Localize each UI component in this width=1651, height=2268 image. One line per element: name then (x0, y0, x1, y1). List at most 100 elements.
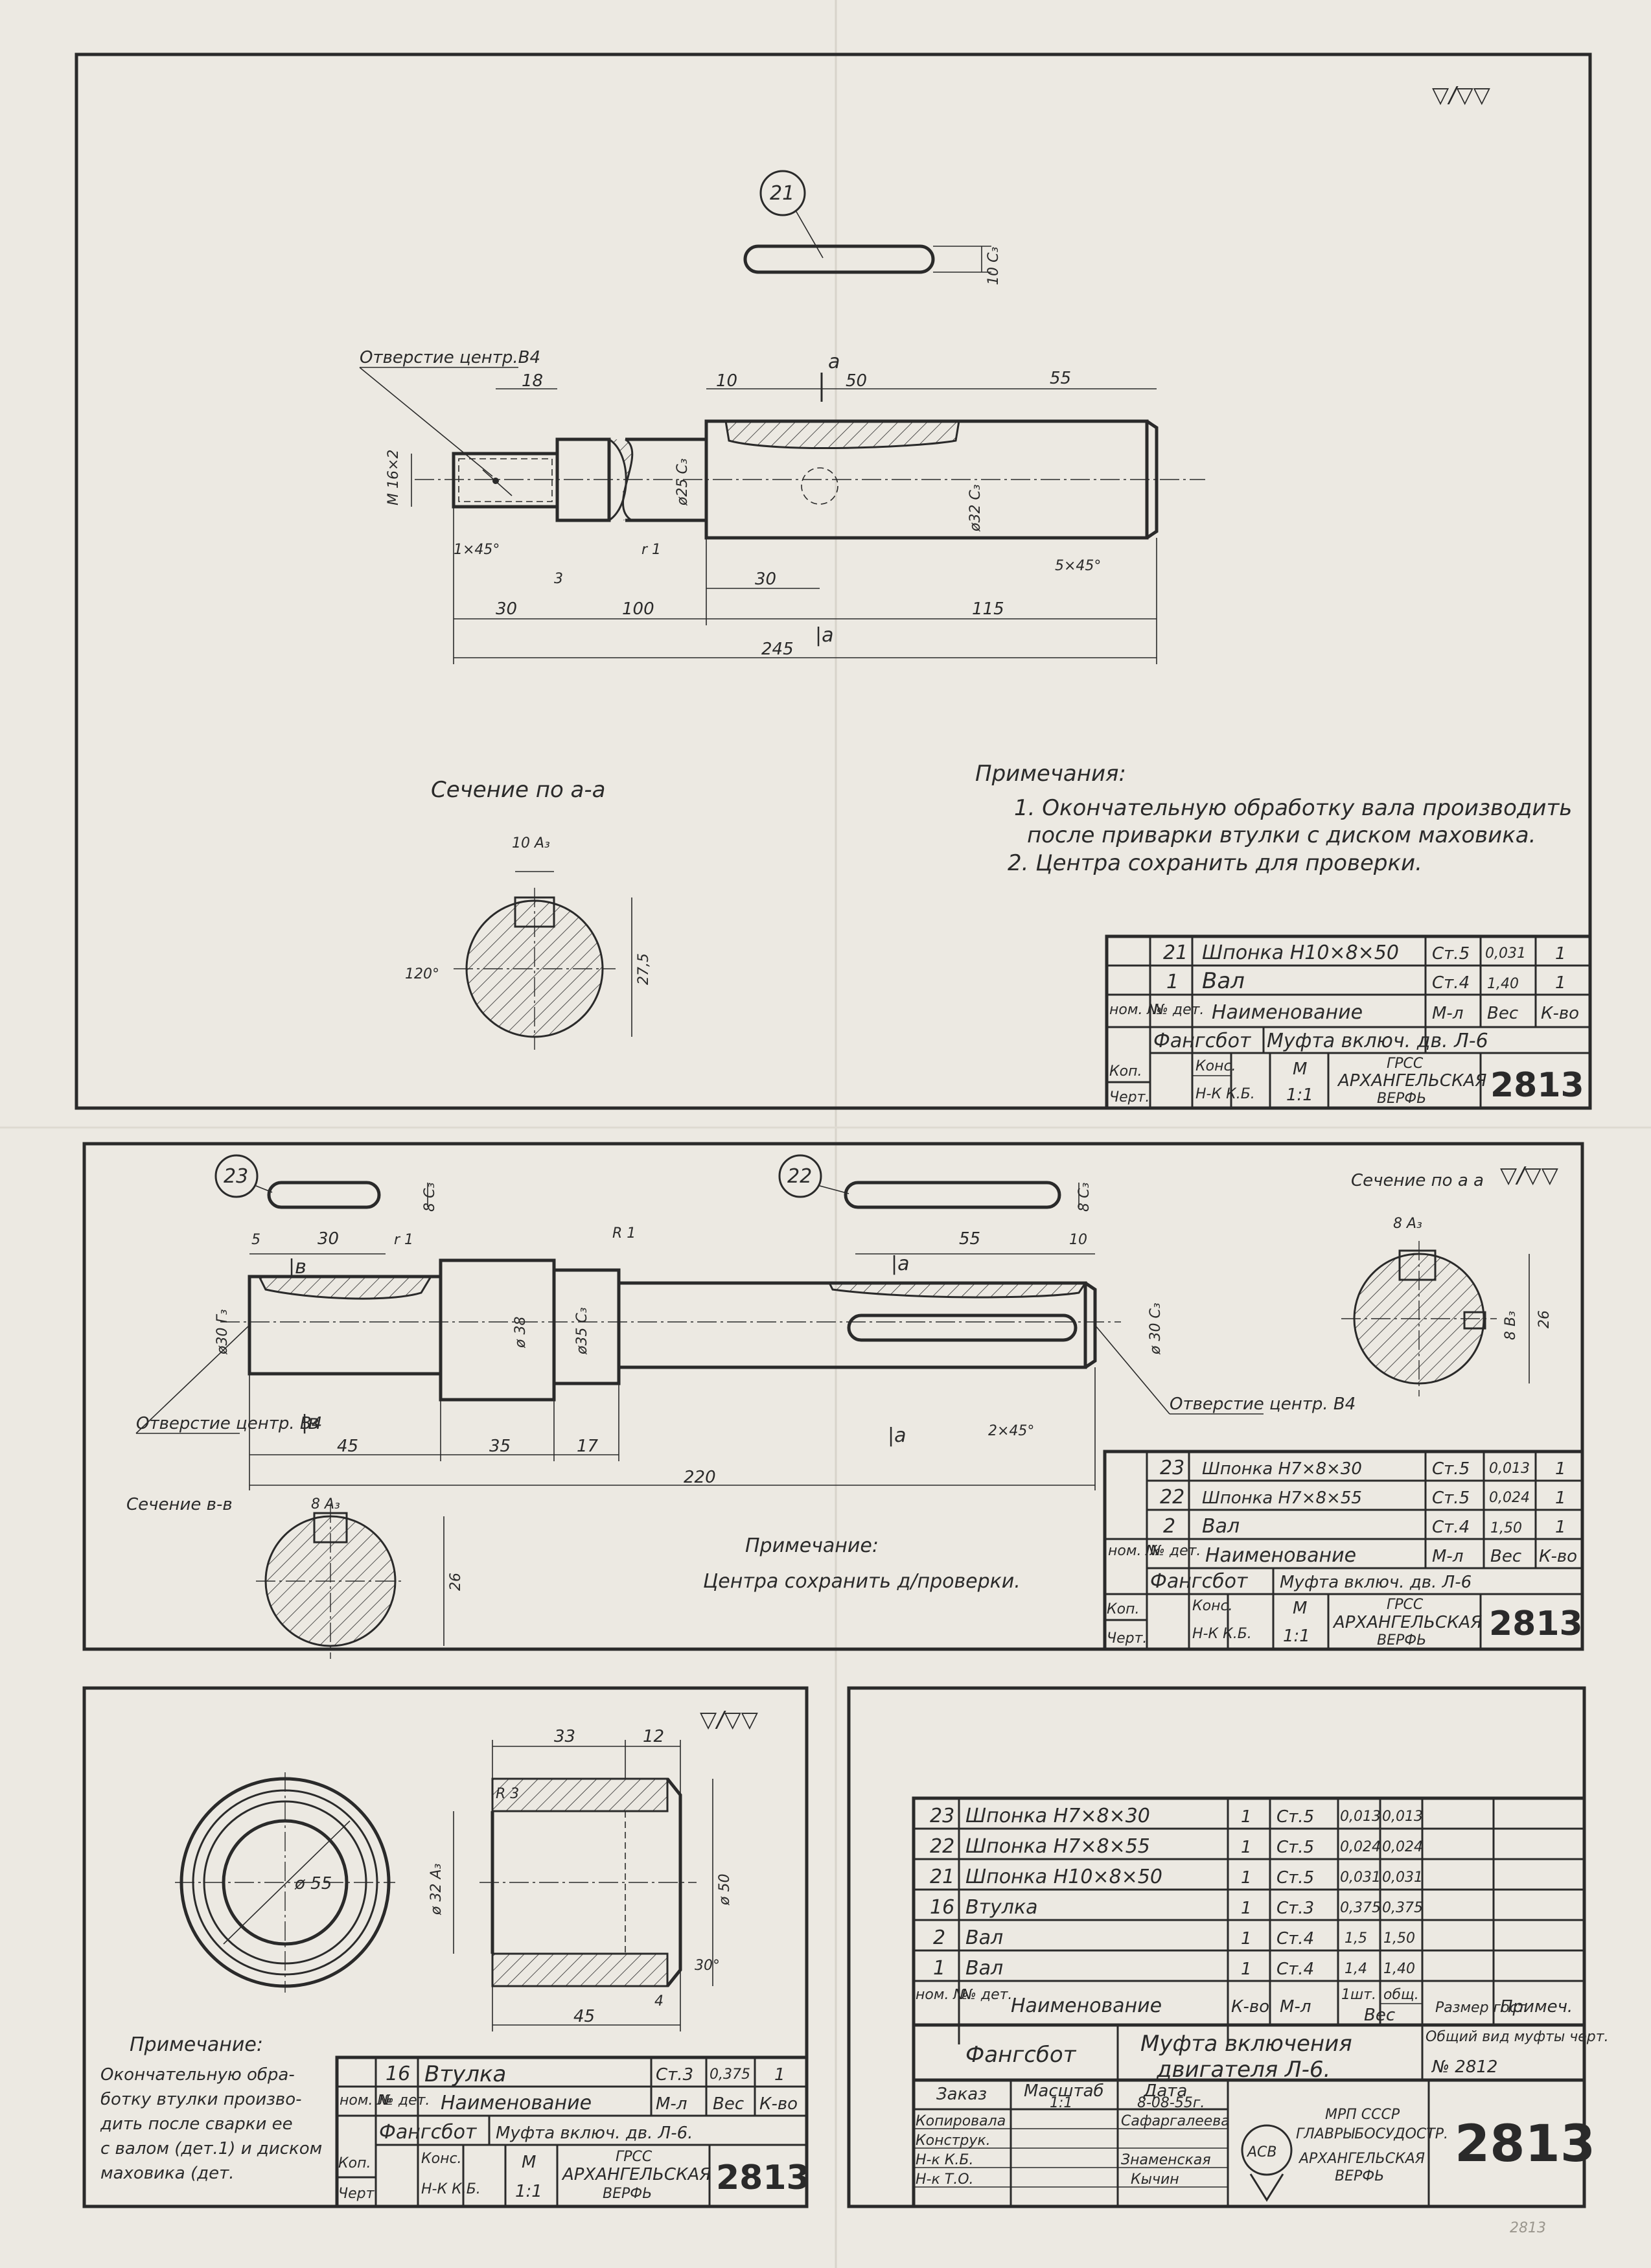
mid-row2-num: 22 (1160, 1486, 1184, 1509)
bottom-left-panel: ▽/▽▽ ø 55 33 12 (82, 1686, 810, 2208)
section-a-angle: 120° (405, 966, 439, 982)
middle-note-title: Примечание: (745, 1534, 879, 1557)
mid-row3-qty: 1 (1555, 1518, 1566, 1537)
top-title-block: 21 Шпонка Н10×8×50 Ст.5 0,031 1 1 Вал Ст… (1105, 934, 1592, 1110)
spec-row3-name: Шпонка Н10×8×50 (965, 1866, 1162, 1888)
dim-4: 4 (654, 1993, 664, 2009)
bushing-section: 33 12 R 3 ø 32 A₃ ø 50 30° 4 45 (428, 1727, 733, 2031)
top-row1-num: 21 (1163, 942, 1188, 964)
mid-nk: Н-К К.Б. (1192, 1626, 1252, 1642)
spec-row6-m1: 1,4 (1345, 1961, 1367, 1977)
br-general-no: № 2812 (1431, 2057, 1497, 2077)
spec-row4-num: 16 (930, 1896, 954, 1919)
bl-company3: ВЕРФЬ (603, 2186, 652, 2202)
bl-note-line3: дить после сварки ее (100, 2114, 293, 2134)
dim-10: 10 (716, 371, 737, 391)
top-row1-mat: Ст.5 (1432, 944, 1470, 964)
center-hole-callout: Отверстие центр.В4 (360, 348, 540, 367)
middle-section-a-width: 8 A₃ (1393, 1216, 1422, 1232)
mid-row2-mat: Ст.5 (1432, 1488, 1470, 1508)
top-row2-qty: 1 (1555, 973, 1566, 993)
spec-row4-mat: Ст.3 (1276, 1899, 1314, 1918)
spec-row3-qty: 1 (1241, 1868, 1252, 1888)
top-notes-line1: 1. Окончательную обработку вала производ… (1014, 795, 1572, 821)
middle-surface-symbol: ▽/▽▽ (1500, 1163, 1559, 1188)
mid-hdr-mass: Вес (1490, 1547, 1521, 1566)
section-a-bottom-mark: |а (888, 1424, 906, 1447)
bottom-right-panel: 23 Шпонка Н7×8×30 1 Ст.5 0,013 0,013 22 … (847, 1686, 1609, 2208)
dim-35m: 35 (489, 1437, 511, 1456)
spec-row6-qty: 1 (1241, 1960, 1252, 1979)
dim-3: 3 (554, 571, 563, 587)
spec-hdr-num: ном. № (916, 1987, 968, 2003)
spec-row5-qty: 1 (1241, 1929, 1252, 1949)
dim-18: 18 (522, 371, 543, 391)
bl-drawing-number: 2813 (716, 2158, 810, 2197)
spec-row2-m1: 0,024 (1340, 1839, 1381, 1855)
top-nk: Н-К К.Б. (1195, 1086, 1255, 1102)
dia25-label: ø25 C₃ (675, 458, 691, 506)
br-nk-to: Н-к Т.О. (916, 2171, 974, 2188)
top-kop: Коп. (1109, 1063, 1142, 1080)
top-notes: Примечания: 1. Окончательную обработку в… (975, 761, 1572, 876)
key-22-balloon: 22 (787, 1165, 812, 1188)
top-hdr-mat: М-л (1432, 1004, 1463, 1023)
dim-55m: 55 (959, 1229, 980, 1249)
top-notes-line3: 2. Центра сохранить для проверки. (1008, 850, 1422, 876)
dim-100: 100 (622, 599, 654, 619)
bl-note-line5: маховика (дет. (100, 2164, 235, 2183)
top-row1-name: Шпонка Н10×8×50 (1202, 942, 1399, 964)
mid-hdr-det: № дет. (1149, 1543, 1201, 1559)
spec-row1-m1: 0,013 (1340, 1809, 1381, 1825)
key-21-drawing: 21 10 C₃ (743, 170, 1002, 285)
spec-row3-m2: 0,031 (1382, 1869, 1423, 1886)
spec-row6-num: 1 (933, 1957, 945, 1980)
dim-30a: 30 (496, 599, 517, 619)
bushing-end-view: ø 55 (175, 1772, 395, 1993)
top-chert: Черт. (1109, 1089, 1149, 1105)
spec-hdr-size: Размер гост (1435, 2000, 1527, 2016)
spec-hdr-det: № дет. (961, 1987, 1012, 2003)
br-masshtab: Масштаб (1024, 2081, 1104, 2101)
radius-r1: r 1 (641, 542, 661, 558)
dim-220: 220 (684, 1468, 716, 1487)
middle-section-a: Сечение по а а 8 A₃ 26 8 B₃ (1341, 1171, 1553, 1396)
archive-stamp: 2813 (1510, 2220, 1546, 2236)
mid-kons: Конс. (1192, 1598, 1233, 1614)
dim-30b: 30 (755, 570, 776, 589)
bl-kop: Коп. (338, 2155, 371, 2171)
mid-kop: Коп. (1107, 1601, 1139, 1617)
bl-row-mass: 0,375 (710, 2066, 750, 2083)
middle-section-a-key: 8 B₃ (1503, 1311, 1519, 1340)
spec-row4-m1: 0,375 (1340, 1900, 1381, 1916)
br-org: Фангсбот (965, 2042, 1077, 2068)
spec-row1-qty: 1 (1241, 1807, 1252, 1827)
radius-R1: R 1 (612, 1225, 636, 1242)
bl-kons: Конс. (421, 2151, 462, 2167)
middle-section-a-depth: 26 (1536, 1310, 1553, 1328)
middle-panel: ▽/▽▽ 23 8 C₃ 22 8 C₃ ø30 Г₃ ø 38 ø35 C₃ (82, 1142, 1584, 1659)
br-ministry1: МРП СССР (1325, 2107, 1400, 2123)
radius-r1m: r 1 (394, 1232, 413, 1248)
right-hole-callout: Отверстие центр. В4 (1170, 1394, 1356, 1414)
key-23-balloon: 23 (224, 1165, 248, 1188)
spec-hdr-note: Примеч. (1500, 1997, 1573, 2017)
br-kopir: Копировала (916, 2113, 1006, 2129)
top-scale: 1:1 (1286, 1085, 1313, 1105)
section-a-label: a (828, 351, 840, 373)
mid-row3-mat: Ст.4 (1432, 1518, 1470, 1537)
br-ministry2: ГЛАВРЫБОСУДОСТР. (1296, 2126, 1448, 2142)
spec-hdr-w1: 1шт. (1341, 1987, 1376, 2003)
spec-row1-name: Шпонка Н7×8×30 (965, 1805, 1150, 1827)
bl-scale-label: М (522, 2153, 536, 2172)
br-scale: 1:1 (1050, 2095, 1072, 2111)
spec-row5-m1: 1,5 (1345, 1930, 1367, 1947)
mid-scale: 1:1 (1283, 1626, 1310, 1646)
spec-row4-m2: 0,375 (1382, 1900, 1423, 1916)
dim-30m: 30 (318, 1229, 339, 1249)
mid-row1-mat: Ст.5 (1432, 1459, 1470, 1479)
br-company1: АРХАНГЕЛЬСКАЯ (1298, 2151, 1425, 2167)
spec-row1-mat: Ст.5 (1276, 1807, 1314, 1827)
spec-table: 23 Шпонка Н7×8×30 1 Ст.5 0,013 0,013 22 … (912, 1796, 1586, 2208)
mid-row3-num: 2 (1163, 1515, 1175, 1538)
